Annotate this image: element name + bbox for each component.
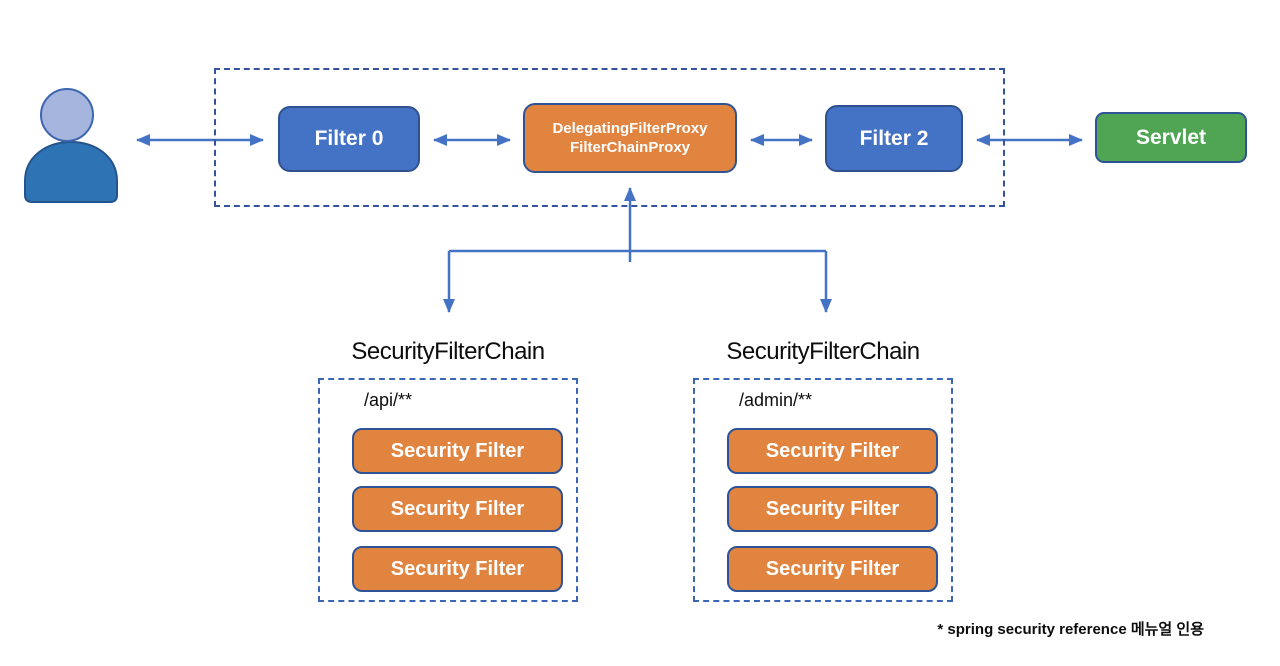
- footnote: * spring security reference 메뉴얼 인용: [937, 621, 1204, 638]
- security-filter-node: Security Filter: [352, 428, 563, 474]
- security-filter-chain-title-left: SecurityFilterChain: [351, 338, 545, 365]
- filter-chain-proxy-label: FilterChainProxy: [569, 139, 691, 156]
- security-filter-chain-title-right: SecurityFilterChain: [726, 338, 920, 365]
- chain-path-label-admin: /admin/**: [739, 390, 813, 410]
- security-filter-node: Security Filter: [727, 428, 938, 474]
- delegating-filter-proxy-node: DelegatingFilterProxy FilterChainProxy: [523, 103, 737, 173]
- security-filter-node: Security Filter: [727, 546, 938, 592]
- chain-path-label-api: /api/**: [364, 390, 413, 410]
- filter2-label: Filter 2: [859, 126, 929, 150]
- security-filter-node: Security Filter: [352, 486, 563, 532]
- security-filter-chain-right: /admin/** Security Filter Security Filte…: [693, 378, 953, 602]
- security-filter-chain-left: /api/** Security Filter Security Filter …: [318, 378, 578, 602]
- user-icon: [24, 88, 118, 203]
- filter2-node: Filter 2: [825, 105, 963, 172]
- security-filter-node: Security Filter: [352, 546, 563, 592]
- filter0-label: Filter 0: [314, 127, 384, 150]
- security-filter-node: Security Filter: [727, 486, 938, 532]
- servlet-node: Servlet: [1095, 112, 1247, 163]
- filter0-node: Filter 0: [278, 106, 420, 172]
- servlet-container-boundary: [214, 68, 1005, 207]
- delegating-filter-proxy-label: DelegatingFilterProxy: [552, 119, 708, 137]
- servlet-label: Servlet: [1135, 125, 1207, 149]
